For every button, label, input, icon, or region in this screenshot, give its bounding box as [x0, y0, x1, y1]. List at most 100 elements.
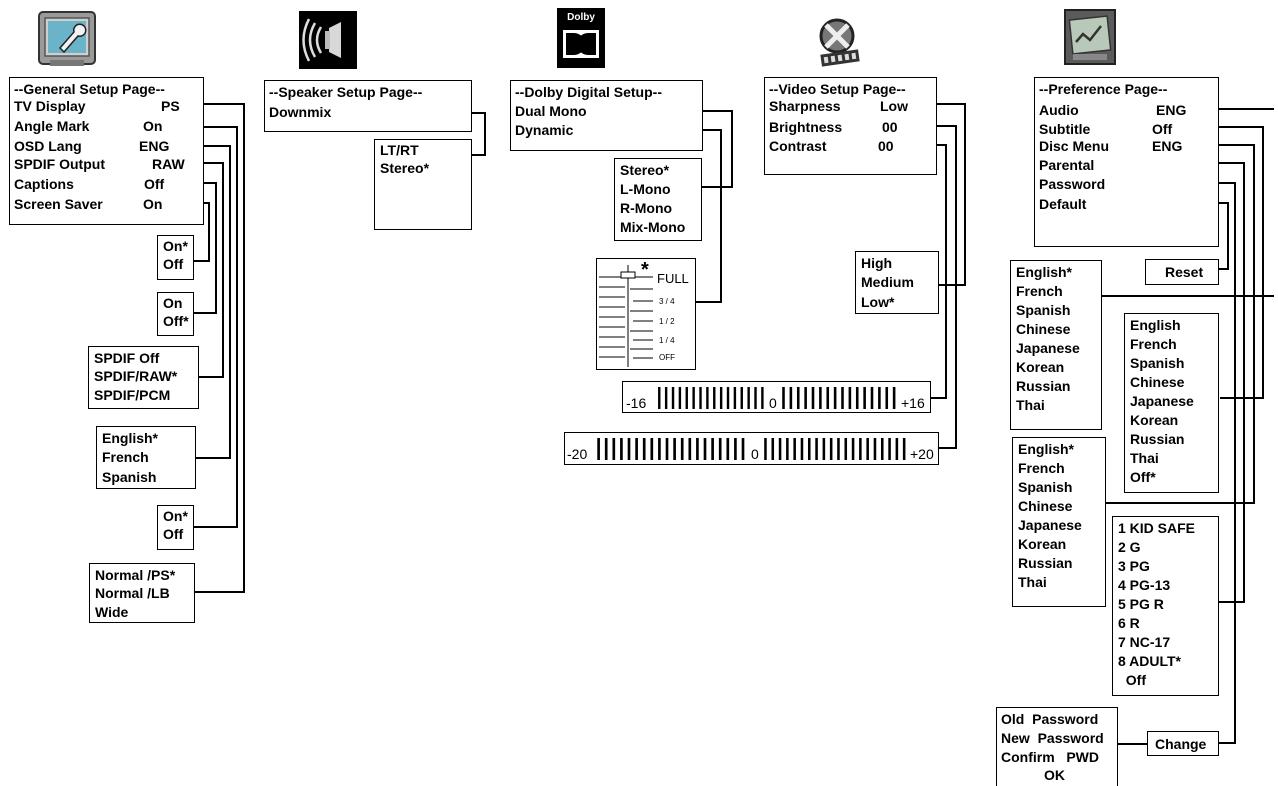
option[interactable]: Thai — [1130, 450, 1159, 466]
option[interactable]: Off* — [1130, 469, 1156, 485]
preference-page-icon[interactable] — [1063, 8, 1119, 68]
general-setup-tools-icon[interactable] — [38, 8, 100, 70]
option[interactable]: 7 NC-17 — [1118, 634, 1171, 650]
option[interactable]: Japanese — [1130, 393, 1194, 409]
menu-item-password[interactable]: Password — [1039, 176, 1106, 192]
reset-button[interactable]: Reset — [1145, 259, 1219, 285]
option[interactable]: 2 G — [1118, 539, 1141, 555]
option[interactable]: Spanish — [1018, 479, 1073, 495]
option[interactable]: French — [1016, 283, 1063, 299]
option[interactable]: Normal /PS* — [95, 567, 176, 583]
option[interactable]: French — [1018, 460, 1065, 476]
video-setup-icon[interactable] — [811, 14, 863, 70]
change-password-button[interactable]: Change — [1147, 731, 1219, 756]
option[interactable]: Korean — [1130, 412, 1179, 428]
ok-button[interactable]: OK — [1044, 767, 1065, 783]
menu-item-parental[interactable]: Parental — [1039, 157, 1095, 173]
menu-item-screen-saver[interactable]: Screen Saver — [14, 196, 103, 212]
option[interactable]: SPDIF Off — [94, 350, 160, 366]
contrast-scale[interactable]: -20 0 +20 — [564, 432, 939, 465]
dolby-digital-setup-page: --Dolby Digital Setup-- Dual Mono Dynami… — [510, 80, 703, 151]
change-label: Change — [1155, 736, 1207, 752]
menu-item-captions[interactable]: Captions — [14, 176, 74, 192]
menu-item-subtitle[interactable]: Subtitle — [1039, 121, 1091, 137]
option[interactable]: 1 KID SAFE — [1118, 520, 1196, 536]
option[interactable]: L-Mono — [620, 181, 671, 197]
option[interactable]: R-Mono — [620, 200, 673, 216]
option[interactable]: Russian — [1018, 555, 1073, 571]
speaker-setup-icon[interactable] — [299, 11, 357, 69]
dolby-digital-icon[interactable]: Dolby — [557, 8, 605, 68]
menu-item-audio[interactable]: Audio — [1039, 102, 1079, 118]
option[interactable]: Off* — [163, 313, 189, 329]
option[interactable]: Off — [1118, 672, 1146, 688]
option[interactable]: Korean — [1016, 359, 1065, 375]
subtitle-language-options: English French Spanish Chinese Japanese … — [1124, 313, 1219, 493]
option[interactable]: Off — [163, 526, 184, 542]
confirm-password-field[interactable]: Confirm PWD — [1001, 749, 1099, 765]
option[interactable]: 4 PG-13 — [1118, 577, 1171, 593]
option[interactable]: English — [1130, 317, 1181, 333]
option[interactable]: Stereo* — [380, 160, 430, 176]
menu-item-angle-mark[interactable]: Angle Mark — [14, 118, 90, 134]
osd-lang-value: ENG — [139, 138, 170, 154]
option[interactable]: Russian — [1016, 378, 1071, 394]
option[interactable]: Stereo* — [620, 162, 670, 178]
brightness-scale[interactable]: -16 0 +16 — [622, 381, 931, 413]
option[interactable]: French — [102, 449, 149, 465]
menu-item-contrast[interactable]: Contrast — [769, 138, 827, 154]
menu-item-tv-display[interactable]: TV Display — [14, 98, 86, 114]
old-password-field[interactable]: Old Password — [1001, 711, 1099, 727]
option[interactable]: 3 PG — [1118, 558, 1150, 574]
menu-item-sharpness[interactable]: Sharpness — [769, 98, 841, 114]
option[interactable]: Spanish — [102, 469, 157, 485]
option[interactable]: Chinese — [1016, 321, 1071, 337]
option[interactable]: English* — [102, 430, 159, 446]
option[interactable]: Off — [163, 256, 184, 272]
option[interactable]: English* — [1018, 441, 1075, 457]
option[interactable]: Spanish — [1130, 355, 1185, 371]
menu-item-default[interactable]: Default — [1039, 196, 1087, 212]
option[interactable]: English* — [1016, 264, 1073, 280]
option[interactable]: SPDIF/RAW* — [94, 368, 178, 384]
tv-display-options: Normal /PS* Normal /LB Wide — [89, 563, 195, 623]
option[interactable]: Wide — [95, 604, 129, 620]
angle-mark-options: On* Off — [157, 505, 194, 550]
option[interactable]: 6 R — [1118, 615, 1140, 631]
menu-item-osd-lang[interactable]: OSD Lang — [14, 138, 82, 154]
dynamic-range-slider[interactable]: * FULL 3 / 4 1 / 2 1 / 4 OFF — [596, 258, 696, 370]
new-password-field[interactable]: New Password — [1001, 730, 1104, 746]
brightness-max: +16 — [901, 395, 925, 411]
option[interactable]: SPDIF/PCM — [94, 387, 171, 403]
option[interactable]: Thai — [1018, 574, 1047, 590]
option[interactable]: Spanish — [1016, 302, 1071, 318]
option[interactable]: Mix-Mono — [620, 219, 686, 235]
preference-page: --Preference Page-- Audio ENG Subtitle O… — [1034, 77, 1219, 247]
option[interactable]: Russian — [1130, 431, 1185, 447]
option[interactable]: LT/RT — [380, 142, 419, 158]
option[interactable]: High — [861, 255, 893, 271]
option[interactable]: On — [163, 295, 183, 311]
option[interactable]: Japanese — [1016, 340, 1080, 356]
brightness-mid: 0 — [769, 395, 777, 411]
option[interactable]: Medium — [861, 274, 914, 290]
option[interactable]: Thai — [1016, 397, 1045, 413]
option[interactable]: Chinese — [1130, 374, 1185, 390]
option[interactable]: On* — [163, 508, 188, 524]
scale-tick — [612, 438, 616, 460]
option[interactable]: 5 PG R — [1118, 596, 1164, 612]
option[interactable]: On* — [163, 238, 188, 254]
option[interactable]: Korean — [1018, 536, 1067, 552]
option[interactable]: Low* — [861, 294, 895, 310]
option[interactable]: Japanese — [1018, 517, 1082, 533]
option[interactable]: Normal /LB — [95, 585, 170, 601]
option[interactable]: 8 ADULT* — [1118, 653, 1181, 669]
option[interactable]: French — [1130, 336, 1177, 352]
menu-item-downmix[interactable]: Downmix — [269, 104, 332, 120]
menu-item-spdif-output[interactable]: SPDIF Output — [14, 156, 105, 172]
menu-item-disc-menu[interactable]: Disc Menu — [1039, 138, 1110, 154]
menu-item-brightness[interactable]: Brightness — [769, 119, 843, 135]
menu-item-dual-mono[interactable]: Dual Mono — [515, 103, 587, 119]
option[interactable]: Chinese — [1018, 498, 1073, 514]
menu-item-dynamic[interactable]: Dynamic — [515, 122, 574, 138]
